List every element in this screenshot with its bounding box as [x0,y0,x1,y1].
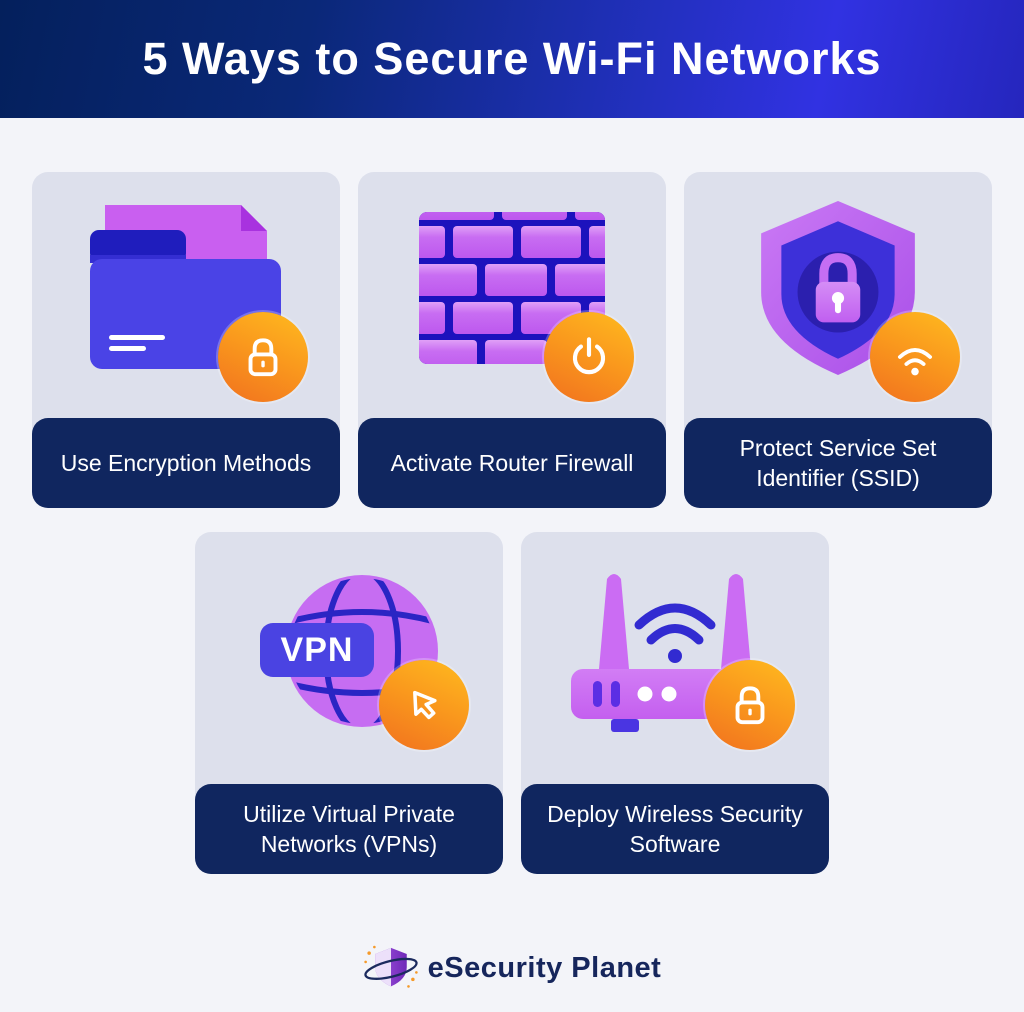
power-badge [544,312,634,402]
lock-badge [218,312,308,402]
card-use-vpn: VPN Utilize Virtual Private Networks (VP… [195,532,503,874]
card-row-bottom: VPN Utilize Virtual Private Networks (VP… [0,532,1024,874]
card-icon-area [32,172,340,418]
card-label: Utilize Virtual Private Networks (VPNs) [195,784,503,874]
card-icon-area [521,532,829,784]
card-router-firewall: Activate Router Firewall [358,172,666,508]
vpn-pill-text: VPN [281,631,354,669]
card-icon-area [684,172,992,418]
card-icon-area: VPN [195,532,503,784]
lock-icon [735,686,765,725]
card-label: Deploy Wireless Security Software [521,784,829,874]
firewall-brick-wall-icon [419,212,605,364]
wifi-icon [897,348,933,376]
cursor-icon [413,690,437,720]
lock-icon [248,338,278,377]
card-label: Activate Router Firewall [358,418,666,508]
card-row-top: Use Encryption Methods [0,172,1024,508]
card-label: Protect Service Set Identifier (SSID) [684,418,992,508]
wifi-badge [870,312,960,402]
card-label: Use Encryption Methods [32,418,340,508]
power-icon [572,337,606,375]
card-protect-ssid: Protect Service Set Identifier (SSID) [684,172,992,508]
brand-name: eSecurity Planet [427,951,662,984]
card-icon-area [358,172,666,418]
cursor-badge [379,660,469,750]
card-security-software: Deploy Wireless Security Software [521,532,829,874]
page-title: 5 Ways to Secure Wi-Fi Networks [142,33,882,84]
header-banner: 5 Ways to Secure Wi-Fi Networks [0,0,1024,118]
lock-badge [705,660,795,750]
shield-orbit-icon [363,945,418,988]
card-use-encryption: Use Encryption Methods [32,172,340,508]
footer-brand: eSecurity Planet [0,942,1024,994]
